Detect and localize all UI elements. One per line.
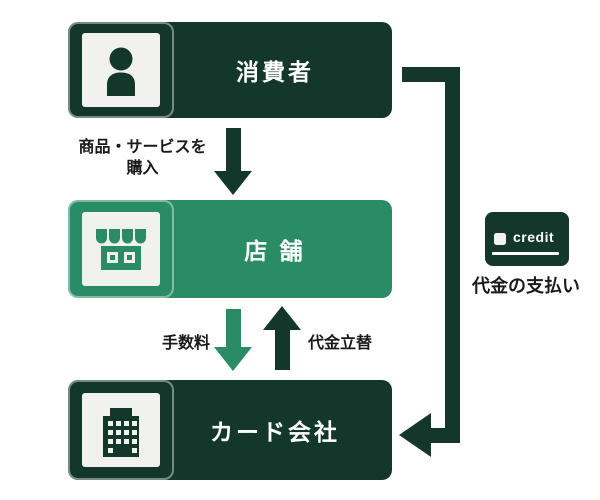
consumer-label: 消費者 bbox=[236, 59, 314, 85]
credit-card-text: credit bbox=[513, 229, 555, 245]
store-icon-tile bbox=[82, 212, 160, 286]
consumer-icon-block bbox=[68, 22, 174, 118]
purchase-arrow-head-down bbox=[214, 171, 252, 195]
card-chip-icon bbox=[494, 233, 506, 245]
node-consumer: 消費者 bbox=[68, 22, 392, 118]
purchase-arrow-shaft bbox=[226, 128, 241, 171]
credit-card-stripe bbox=[492, 252, 559, 255]
card-company-label: カード会社 bbox=[210, 419, 340, 445]
fee-label: 手数料 bbox=[161, 335, 210, 352]
credit-card-icon: credit bbox=[485, 212, 569, 266]
fee-arrow-head-down bbox=[214, 347, 252, 371]
advance-arrow-shaft bbox=[275, 330, 290, 370]
advance-arrow-head-up bbox=[263, 306, 301, 330]
advance-label: 代金立替 bbox=[308, 335, 373, 352]
store-label: 店 舗 bbox=[244, 238, 306, 264]
payment-connector-bottom bbox=[431, 428, 460, 443]
store-icon-block bbox=[68, 200, 174, 298]
consumer-icon-tile bbox=[82, 33, 160, 107]
storefront-icon bbox=[96, 229, 146, 270]
card-company-icon-tile bbox=[82, 393, 160, 467]
purchase-label-line1: 商品・サービスを bbox=[78, 139, 207, 156]
node-store: 店 舗 bbox=[68, 200, 392, 298]
fee-arrow-shaft bbox=[226, 309, 241, 347]
payment-connector-vertical bbox=[445, 67, 460, 443]
payment-label: 代金の支払い bbox=[472, 276, 580, 296]
node-card-company: カード会社 bbox=[68, 380, 392, 480]
purchase-label-line2: 購入 bbox=[126, 160, 159, 177]
building-icon bbox=[103, 408, 139, 457]
purchase-label: 商品・サービスを 購入 bbox=[60, 137, 225, 179]
payment-arrow-head-left bbox=[399, 413, 431, 457]
person-icon bbox=[107, 47, 135, 96]
card-company-icon-block bbox=[68, 380, 174, 480]
